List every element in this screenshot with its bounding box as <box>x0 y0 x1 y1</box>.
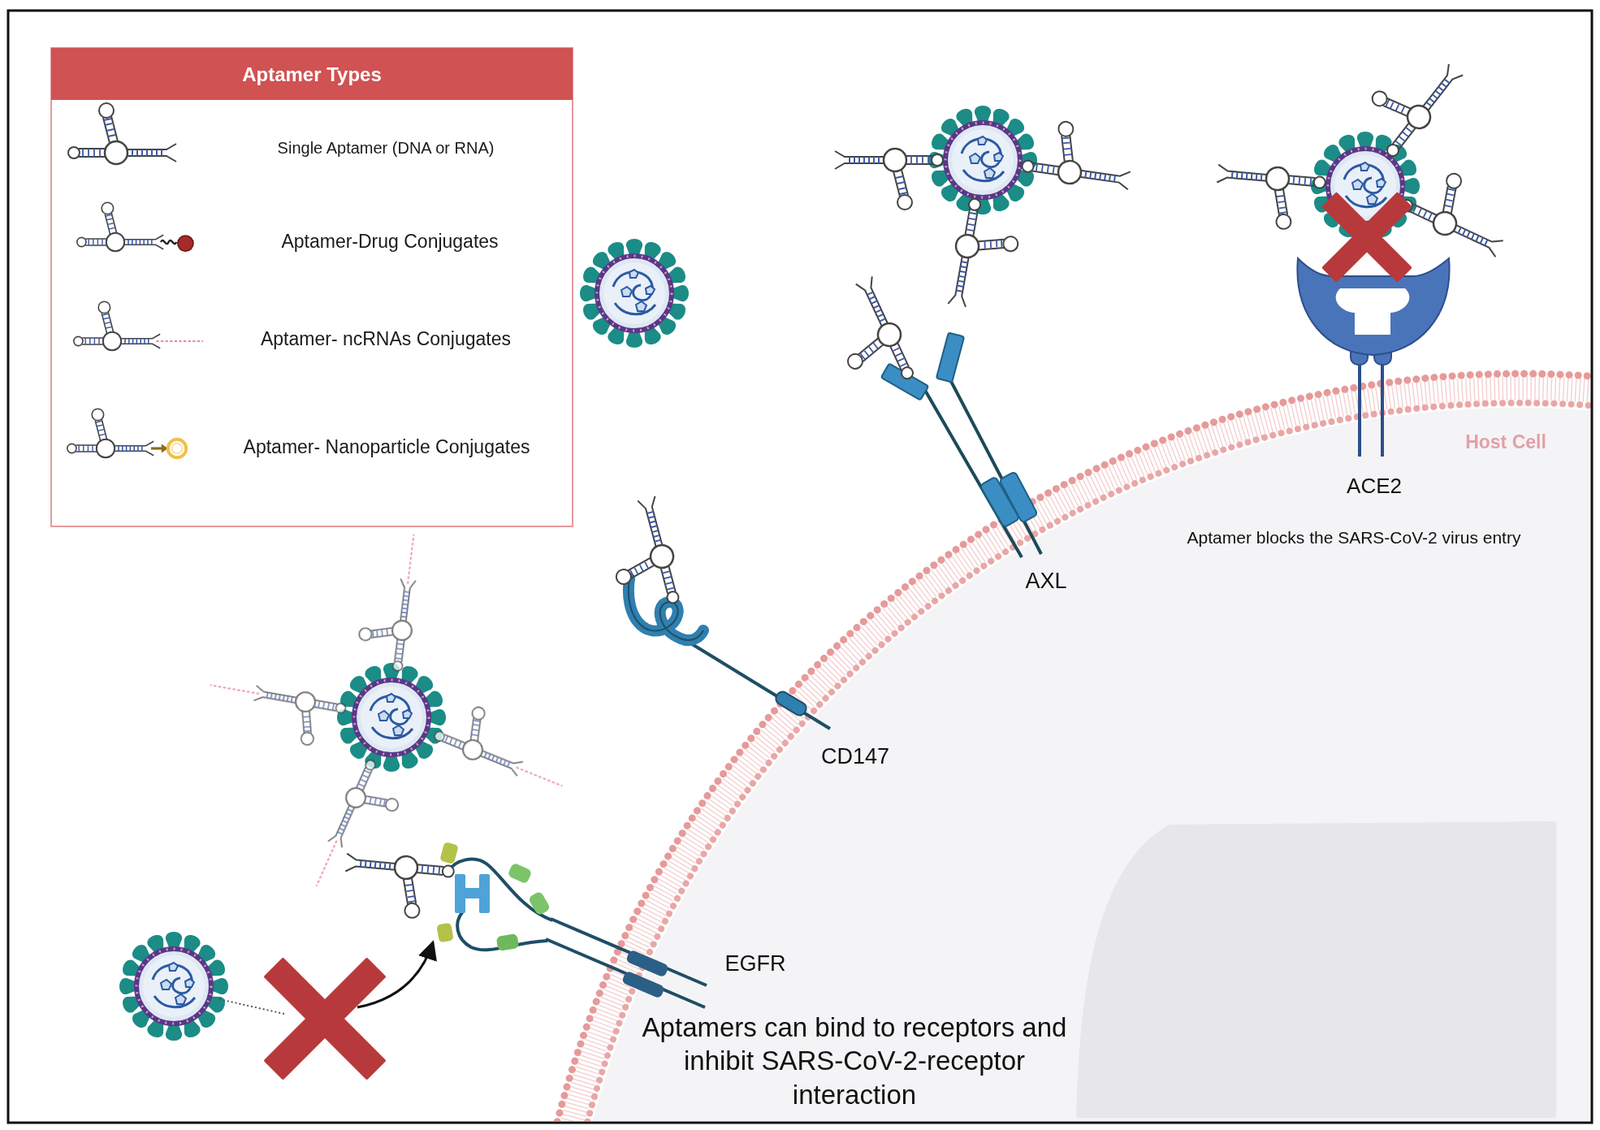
aptamer <box>1213 162 1327 233</box>
sars-cov-2-virus <box>337 662 446 772</box>
ace2-receptor <box>1297 258 1449 457</box>
block-cross <box>1321 191 1413 283</box>
figure-frame <box>8 10 1592 1123</box>
legend-heading: Aptamer Types <box>242 62 382 87</box>
aptamer <box>598 495 686 616</box>
cell-label: Host Cell <box>1465 430 1547 455</box>
aptamer-ncrna-group <box>203 529 579 904</box>
legend-icon <box>68 103 177 165</box>
host-cell <box>526 373 1592 1121</box>
dotted-path <box>219 998 285 1014</box>
legend-text: Aptamer-Drug Conjugates <box>281 229 498 254</box>
membrane-tails <box>540 388 1592 1121</box>
aptamer <box>341 851 455 922</box>
legend-icon <box>73 301 204 351</box>
receptor-label: CD147 <box>821 743 890 771</box>
aptamer <box>834 148 943 210</box>
aptamer <box>1350 38 1466 162</box>
caption-note: Aptamers can bind to receptors and inhib… <box>635 1010 1074 1112</box>
aptamer <box>1020 116 1137 192</box>
receptor-label: EGFR <box>724 950 786 978</box>
sars-cov-2-virus <box>928 105 1038 215</box>
legend-box <box>51 47 573 527</box>
receptor-label: AXL <box>1024 567 1067 596</box>
legend-text: Aptamer- ncRNAs Conjugates <box>260 327 511 351</box>
block-cross <box>263 956 386 1080</box>
caption-note: Aptamer blocks the SARS-CoV-2 virus entr… <box>1187 527 1522 549</box>
legend-icon <box>67 408 186 458</box>
legend-text: Aptamer- Nanoparticle Conjugates <box>243 435 531 459</box>
legend-icon <box>77 202 194 251</box>
aptamer <box>945 196 1025 314</box>
axl-receptor <box>881 332 1042 558</box>
receptor-label: ACE2 <box>1346 472 1402 500</box>
egfr-receptor <box>436 841 707 1008</box>
aptamer <box>1396 158 1521 260</box>
aptamer <box>818 275 920 399</box>
cd147-receptor <box>628 578 831 729</box>
nucleus <box>1076 821 1557 1118</box>
membrane-inner <box>555 402 1592 1121</box>
membrane-outer <box>526 373 1592 1121</box>
sars-cov-2-virus <box>119 931 229 1041</box>
sars-cov-2-virus <box>579 238 689 348</box>
legend-text: Single Aptamer (DNA or RNA) <box>277 138 495 159</box>
